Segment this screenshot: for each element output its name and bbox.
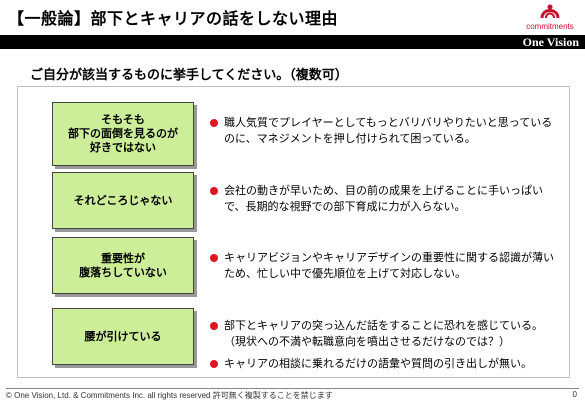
footer-divider bbox=[6, 388, 579, 389]
bullet-dot-icon bbox=[210, 187, 218, 195]
bullet-text: 職人気質でプレイヤーとしてもっとバリバリやりたいと思っているのに、マネジメントを… bbox=[224, 116, 553, 145]
bullet-item: 会社の動きが早いため、目の前の成果を上げることに手いっぱいで、長期的な視野での部… bbox=[210, 183, 554, 215]
copyright-footer: © One Vision, Ltd. & Commitments Inc. al… bbox=[6, 391, 333, 400]
bullet-item: 職人気質でプレイヤーとしてもっとバリバリやりたいと思っているのに、マネジメントを… bbox=[210, 115, 554, 147]
bullet-dot-icon bbox=[210, 254, 218, 262]
logo-mark-icon bbox=[540, 4, 560, 19]
bullet-text: キャリアビジョンやキャリアデザインの重要性に関する認識が薄いため、忙しい中で優先… bbox=[224, 251, 554, 280]
slide-title: 【一般論】部下とキャリアの話をしない理由 bbox=[8, 9, 339, 28]
brand-name: One Vision bbox=[522, 35, 579, 49]
bullet-item: キャリアの相談に乗れるだけの語彙や質問の引き出しが無い。 bbox=[210, 356, 554, 372]
page-number: 0 bbox=[572, 390, 577, 399]
reason-box-2: それどころじゃない bbox=[52, 172, 194, 229]
commitments-logo: commitments bbox=[522, 2, 578, 32]
reason-box-3: 重要性が 腹落ちしていない bbox=[52, 237, 194, 294]
bullet-text: 部下とキャリアの突っ込んだ話をすることに恐れを感じている。 （現状への不満や転職… bbox=[224, 319, 543, 348]
bullet-text: キャリアの相談に乗れるだけの語彙や質問の引き出しが無い。 bbox=[224, 357, 532, 370]
question-text: ご自分が該当するものに挙手してください。（複数可） bbox=[30, 68, 348, 83]
bullet-dot-icon bbox=[210, 360, 218, 368]
header-bar bbox=[0, 35, 585, 49]
reason-box-1: そもそも 部下の面倒を見るのが 好きではない bbox=[52, 102, 194, 166]
bullet-item: 部下とキャリアの突っ込んだ話をすることに恐れを感じている。 （現状への不満や転職… bbox=[210, 318, 554, 350]
bullet-list-3: キャリアビジョンやキャリアデザインの重要性に関する認識が薄いため、忙しい中で優先… bbox=[210, 250, 554, 282]
bullet-dot-icon bbox=[210, 322, 218, 330]
bullet-list-1: 職人気質でプレイヤーとしてもっとバリバリやりたいと思っているのに、マネジメントを… bbox=[210, 115, 554, 147]
bullet-text: 会社の動きが早いため、目の前の成果を上げることに手いっぱいで、長期的な視野での部… bbox=[224, 184, 543, 213]
bullet-dot-icon bbox=[210, 119, 218, 127]
bullet-list-2: 会社の動きが早いため、目の前の成果を上げることに手いっぱいで、長期的な視野での部… bbox=[210, 183, 554, 215]
reason-box-4: 腰が引けている bbox=[52, 308, 194, 365]
logo-text: commitments bbox=[526, 22, 574, 31]
bullet-list-4: 部下とキャリアの突っ込んだ話をすることに恐れを感じている。 （現状への不満や転職… bbox=[210, 318, 554, 372]
bullet-item: キャリアビジョンやキャリアデザインの重要性に関する認識が薄いため、忙しい中で優先… bbox=[210, 250, 554, 282]
